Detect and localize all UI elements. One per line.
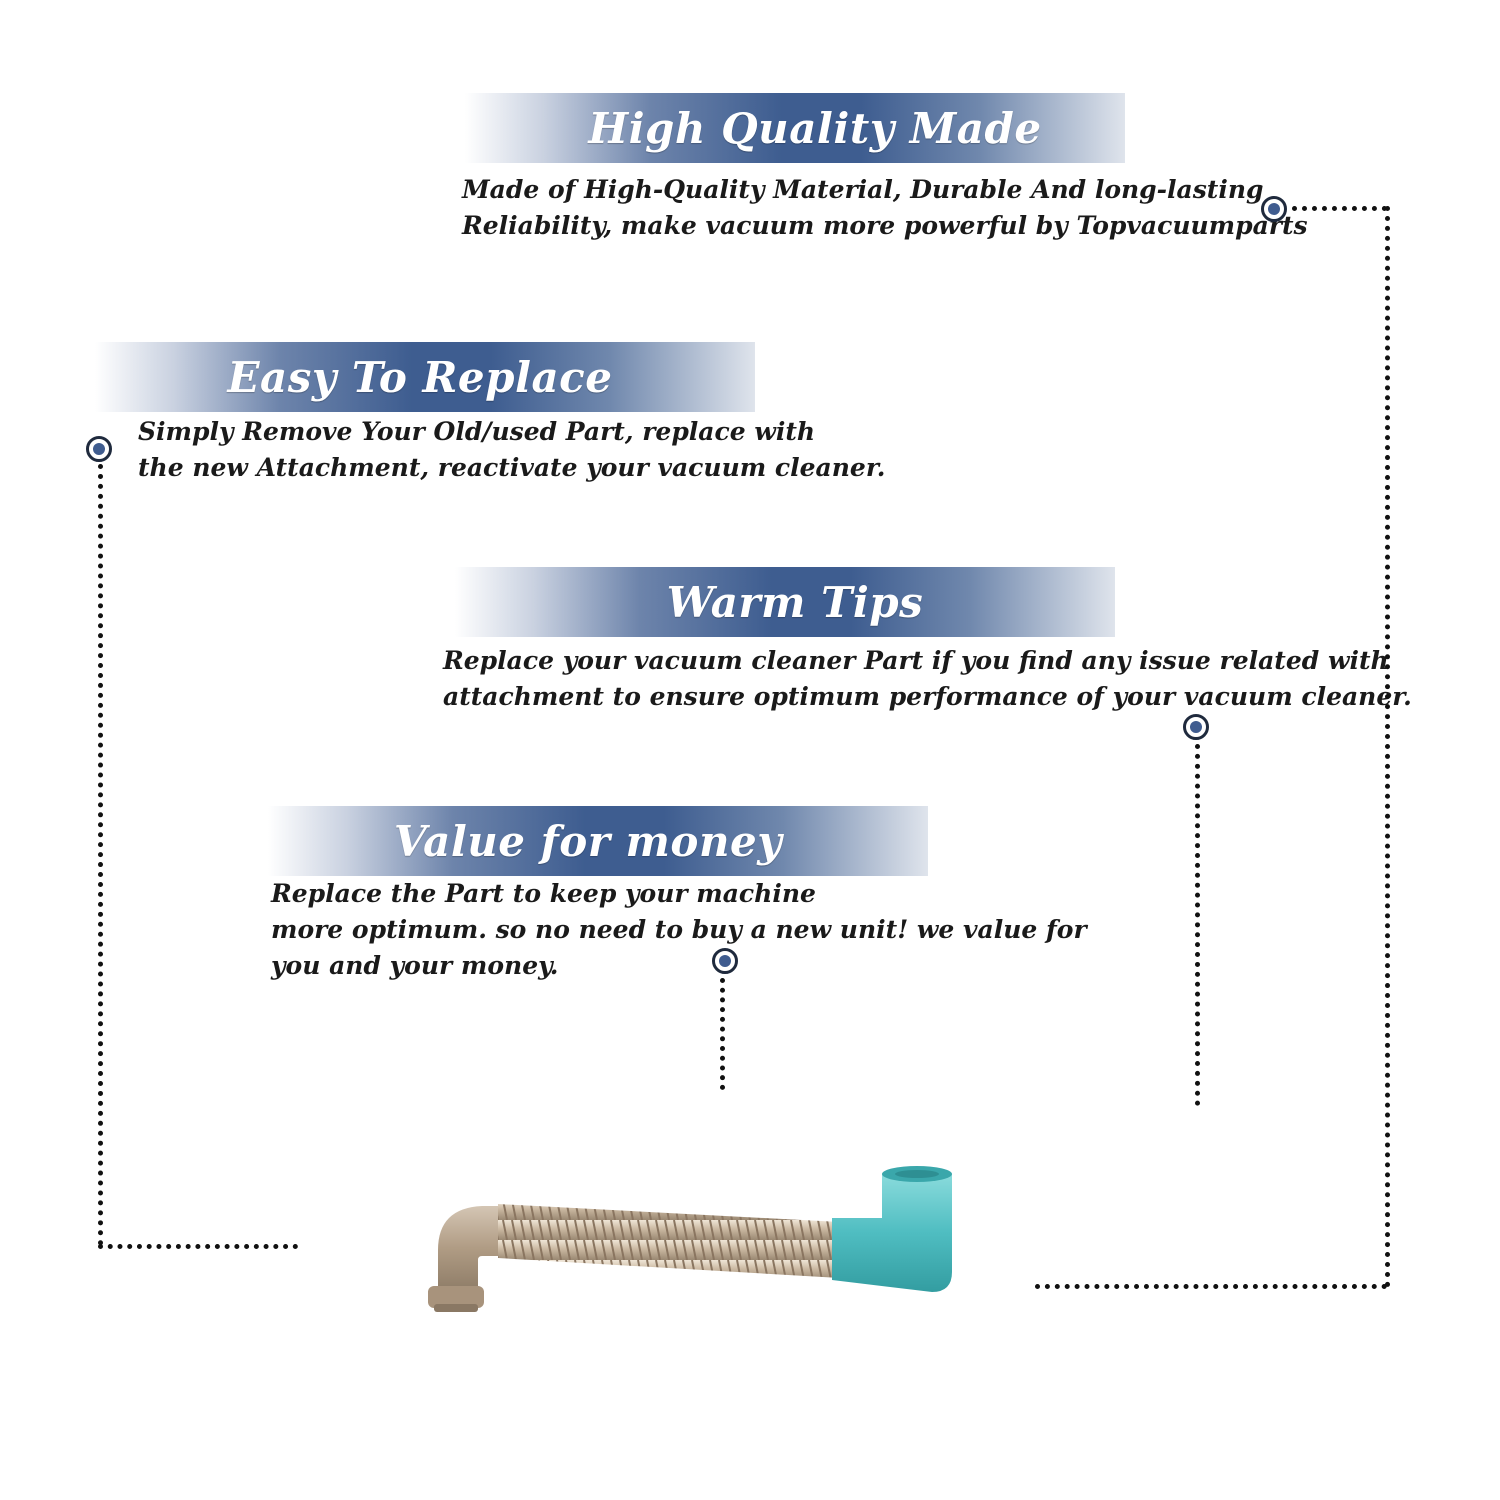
target-marker-icon [1183,714,1209,740]
vacuum-hose-attachment-icon [428,1166,952,1312]
section-title: High Quality Made [588,103,1042,153]
target-marker-icon [712,948,738,974]
section-description: Replace the Part to keep your machine mo… [271,879,1087,980]
banner-value-for-money: Value for money [268,806,928,876]
banner-warm-tips: Warm Tips [455,567,1115,637]
dotted-connector [1195,744,1204,1106]
section-description: Made of High-Quality Material, Durable A… [462,175,1308,240]
target-marker-icon [1261,196,1287,222]
section-description: Replace your vacuum cleaner Part if you … [443,646,1412,711]
dotted-connector [98,464,107,1246]
dotted-connector [1385,206,1394,1288]
section-title: Easy To Replace [227,352,613,402]
target-marker-icon [86,436,112,462]
banner-high-quality-made: High Quality Made [465,93,1125,163]
dotted-connector [1035,1284,1387,1293]
section-description: Simply Remove Your Old/used Part, replac… [138,417,886,482]
dotted-connector [1292,206,1387,215]
section-title: Warm Tips [666,577,924,627]
dotted-connector [720,978,729,1090]
banner-easy-to-replace: Easy To Replace [95,342,755,412]
section-title: Value for money [393,816,783,866]
dotted-connector [98,1244,298,1253]
